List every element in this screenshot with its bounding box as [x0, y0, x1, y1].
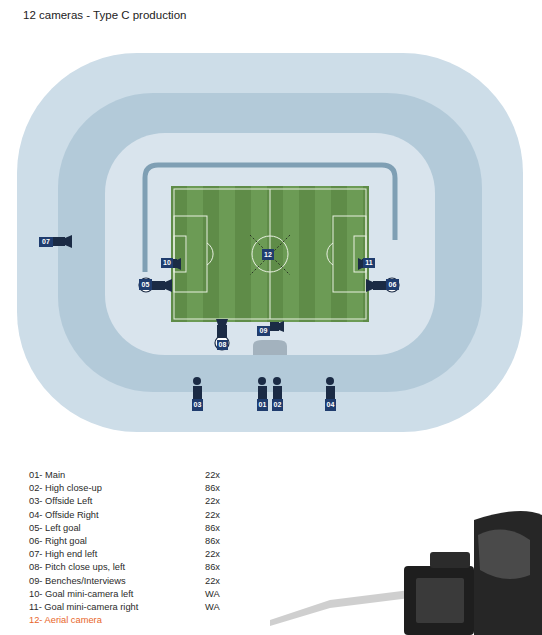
aerial-line: [250, 235, 290, 275]
camera-base: [139, 278, 153, 292]
callout-number: 08: [217, 340, 228, 350]
operator-head: [326, 377, 334, 385]
pitch-stripe: [187, 186, 203, 322]
lens-cell: 22x: [205, 495, 220, 507]
lens-cell: 22x: [205, 548, 220, 560]
pitch-stripe: [315, 186, 331, 322]
lens-cell: 86x: [205, 535, 220, 547]
middle-stand: [58, 93, 482, 392]
camera-body: [53, 237, 65, 246]
camera-name-cell: 11- Goal mini-camera right: [29, 601, 138, 613]
callout-number: 06: [386, 279, 399, 290]
callout-number: 12: [262, 249, 274, 260]
camera-lens: [216, 319, 228, 325]
aerial-cross: [250, 235, 290, 275]
camera-lens: [65, 235, 72, 248]
lens-cell: 22x: [205, 575, 220, 587]
lens-cell: 86x: [205, 561, 220, 573]
callout-number: 03: [192, 399, 203, 411]
callout-number: 05: [139, 279, 152, 290]
camera-lens: [279, 321, 284, 332]
callout-number: 09: [257, 326, 270, 336]
pitch-stripe: [347, 186, 363, 322]
camera-lens: [177, 258, 181, 270]
lens-cell: 22x: [205, 469, 220, 481]
callout-number: 10: [161, 258, 173, 268]
callout-number: 04: [325, 399, 336, 411]
callout-number: 02: [272, 399, 283, 411]
camera-body: [258, 386, 267, 399]
camera-name-cell: 09- Benches/Interviews: [29, 575, 126, 587]
photo-operator: [474, 511, 542, 635]
camera-name-cell: 03- Offside Left: [29, 495, 92, 507]
photo-top: [430, 552, 470, 568]
camera-lens: [366, 279, 373, 292]
photo-handle: [270, 590, 410, 626]
camera-body: [152, 281, 165, 290]
camera-lens: [358, 258, 362, 270]
inner-stand: [105, 133, 435, 355]
operator-head: [193, 377, 201, 385]
camera-body: [270, 322, 279, 331]
penalty-area: [174, 216, 207, 292]
camera-name-cell: 06- Right goal: [29, 535, 87, 547]
camera-name-cell: 08- Pitch close ups, left: [29, 561, 125, 573]
camera-photo: [270, 511, 542, 635]
camera-lens: [165, 279, 172, 292]
platform: [253, 340, 287, 355]
lens-cell: WA: [205, 588, 220, 600]
camera-base: [385, 278, 399, 292]
operator-head: [258, 377, 266, 385]
camera-name-cell: 02- High close-up: [29, 482, 102, 494]
camera-name-cell: 07- High end left: [29, 548, 97, 560]
lens-cell: 22x: [205, 509, 220, 521]
callout-number: 07: [39, 237, 53, 247]
camera-name-cell: 10- Goal mini-camera left: [29, 588, 133, 600]
touch-line: [174, 189, 366, 319]
diagram-title: 12 cameras - Type C production: [23, 9, 186, 21]
outer-stand: [17, 53, 523, 432]
callout-number: 11: [363, 258, 375, 268]
photo-operator-face: [478, 530, 530, 579]
lens-cell: WA: [205, 601, 220, 613]
camera-name-cell: 12- Aerial camera: [29, 614, 102, 626]
photo-viewfinder: [404, 566, 474, 635]
lens-cell: 86x: [205, 522, 220, 534]
lens-cell: 86x: [205, 482, 220, 494]
penalty-arc: [327, 243, 333, 265]
camera-body: [273, 386, 282, 399]
pitch-stripe: [219, 186, 235, 322]
callout-number: 01: [257, 399, 268, 411]
operator-head: [273, 377, 281, 385]
penalty-arc: [207, 243, 213, 265]
penalty-area: [333, 216, 366, 292]
camera-name-cell: 05- Left goal: [29, 522, 81, 534]
aerial-line: [250, 235, 290, 275]
camera-body: [326, 386, 335, 399]
pitch-stripe: [283, 186, 299, 322]
pitch-markings: [174, 189, 366, 319]
camera-body: [193, 386, 202, 399]
photo-screen: [416, 578, 464, 623]
centre-circle: [252, 236, 288, 272]
camera-name-cell: 01- Main: [29, 469, 65, 481]
pitch: [171, 186, 369, 322]
camera-name-cell: 04- Offside Right: [29, 509, 99, 521]
camera-icons: [53, 235, 399, 399]
camera-body: [217, 325, 227, 338]
camera-base: [215, 336, 229, 350]
camera-body: [373, 281, 386, 290]
